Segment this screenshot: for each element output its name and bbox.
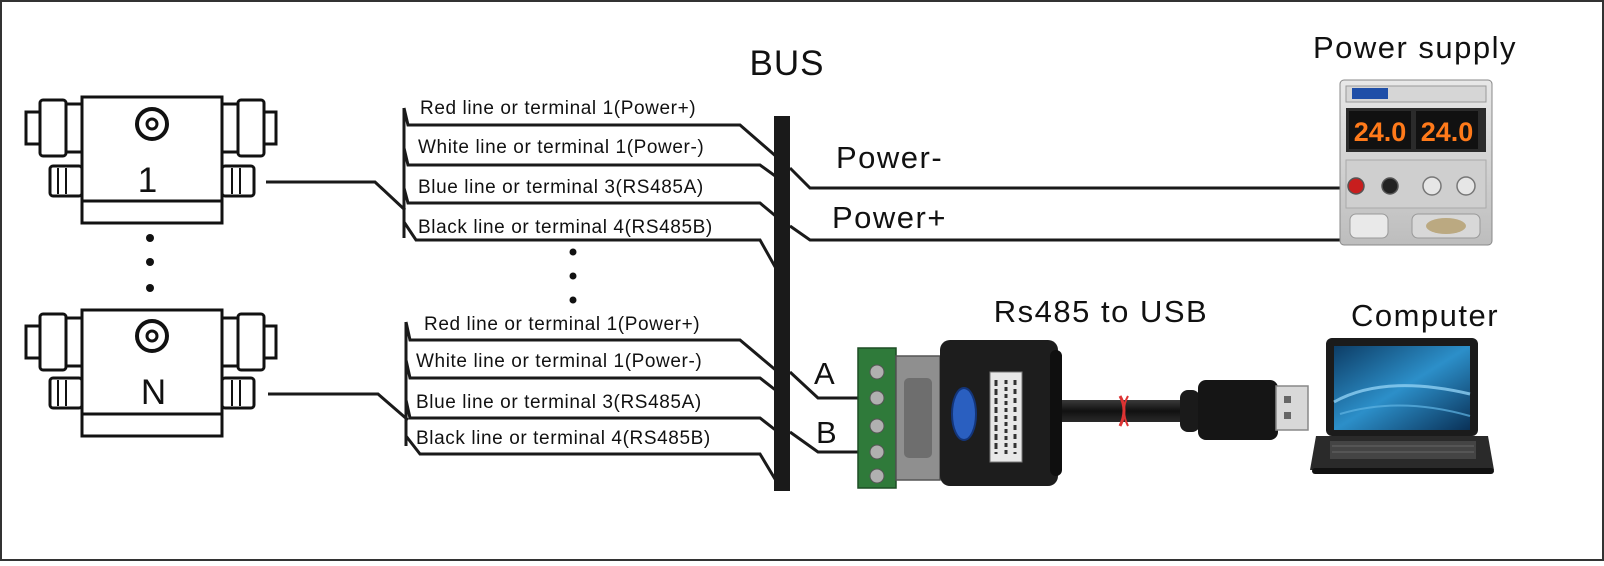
device-1-label: 1: [138, 161, 158, 200]
rs485-converter: [857, 340, 1309, 489]
bus-bar: [774, 116, 790, 491]
device-1: 1: [24, 95, 278, 225]
device-n: N: [24, 308, 278, 438]
wire-1-red-label: Red line or terminal 1(Power+): [420, 98, 696, 119]
power-supply-unit: 24.0 24.0: [1339, 79, 1493, 246]
rs485-b-wire: [789, 430, 858, 454]
psu-display-left-value: 24.0: [1354, 117, 1407, 147]
wire-1-black-label: Black line or terminal 4(RS485B): [418, 217, 713, 238]
bus-label: BUS: [750, 44, 825, 83]
wire-ellipsis: [569, 248, 577, 304]
psu-red-terminal: [1347, 177, 1365, 195]
psu-display-right: [1416, 111, 1478, 149]
usb-plug-icon: [1275, 385, 1309, 431]
wire-1-white-label: White line or terminal 1(Power-): [418, 137, 704, 158]
power-supply-title: Power supply: [1313, 30, 1517, 65]
wire-2-white-label: White line or terminal 1(Power-): [416, 351, 702, 372]
wire-2-red-label: Red line or terminal 1(Power+): [424, 314, 700, 335]
laptop-screen: [1334, 346, 1470, 430]
power-minus-label: Power-: [836, 140, 943, 175]
computer-title: Computer: [1351, 298, 1499, 333]
psu-knob-1: [1422, 176, 1442, 196]
rs485-a-label: A: [814, 356, 836, 391]
wire-2-black-label: Black line or terminal 4(RS485B): [416, 428, 711, 449]
rs485-a-wire: [788, 370, 858, 400]
wire-1-blue-label: Blue line or terminal 3(RS485A): [418, 177, 704, 198]
psu-knob-2: [1456, 176, 1476, 196]
wire-2-blue-label: Blue line or terminal 3(RS485A): [416, 392, 702, 413]
device-n-cable: [268, 392, 409, 422]
psu-display-left: [1349, 111, 1411, 149]
power-plus-label: Power+: [832, 200, 947, 235]
wire-group-1: [402, 107, 780, 273]
laptop-icon: [1310, 338, 1494, 474]
wire-group-2: [404, 321, 780, 485]
device-n-label: N: [141, 373, 167, 412]
device-1-cable: [266, 180, 407, 212]
device-ellipsis: [146, 234, 154, 292]
converter-title: Rs485 to USB: [994, 294, 1208, 329]
power-minus-wire: [788, 166, 1354, 190]
psu-display-right-value: 24.0: [1421, 117, 1474, 147]
rs485-b-label: B: [816, 415, 838, 450]
psu-black-terminal: [1381, 177, 1399, 195]
